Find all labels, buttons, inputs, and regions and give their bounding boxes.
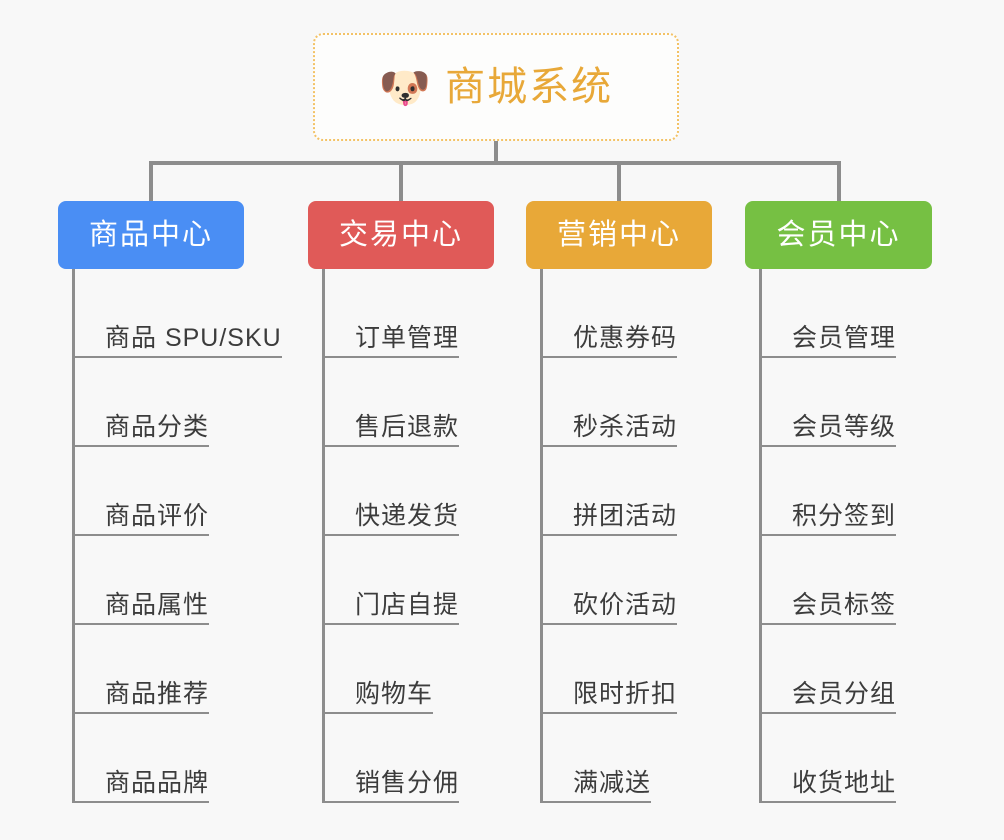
leaf-item-label: 订单管理 bbox=[355, 326, 460, 358]
leaf-item[interactable]: 订单管理 bbox=[325, 269, 494, 358]
leaf-connector bbox=[325, 445, 355, 447]
leaf-item-label: 售后退款 bbox=[355, 415, 460, 447]
leaf-item[interactable]: 砍价活动 bbox=[543, 536, 712, 625]
leaf-connector bbox=[75, 534, 105, 536]
leaf-item-label: 门店自提 bbox=[355, 593, 460, 625]
leaf-item[interactable]: 商品属性 bbox=[75, 536, 244, 625]
leaf-item-label: 会员标签 bbox=[792, 593, 897, 625]
leaf-connector bbox=[325, 356, 355, 358]
leaf-connector bbox=[75, 445, 105, 447]
leaf-item[interactable]: 满减送 bbox=[543, 714, 712, 803]
leaf-connector bbox=[543, 801, 573, 803]
leaf-item[interactable]: 商品推荐 bbox=[75, 625, 244, 714]
leaf-list-product-center: 商品 SPU/SKU 商品分类商品评价商品属性商品推荐商品品牌 bbox=[72, 269, 282, 803]
leaf-connector bbox=[325, 801, 355, 803]
leaf-item-label: 商品评价 bbox=[105, 504, 210, 536]
leaf-item[interactable]: 会员分组 bbox=[762, 625, 932, 714]
branch-header-member-center[interactable]: 会员中心 bbox=[745, 201, 932, 269]
leaf-item-label: 优惠券码 bbox=[573, 326, 678, 358]
leaf-item-label: 积分签到 bbox=[792, 504, 897, 536]
leaf-item-label: 商品属性 bbox=[105, 593, 210, 625]
leaf-item[interactable]: 商品评价 bbox=[75, 447, 244, 536]
leaf-connector bbox=[75, 801, 105, 803]
branch-product-center: 商品中心商品 SPU/SKU 商品分类商品评价商品属性商品推荐商品品牌 bbox=[58, 201, 282, 803]
leaf-connector bbox=[75, 712, 105, 714]
leaf-list-marketing-center: 优惠券码秒杀活动拼团活动砍价活动限时折扣满减送 bbox=[540, 269, 712, 803]
leaf-item[interactable]: 购物车 bbox=[325, 625, 494, 714]
leaf-item-label: 购物车 bbox=[355, 682, 434, 714]
branch-header-label: 会员中心 bbox=[776, 218, 901, 251]
leaf-list-member-center: 会员管理会员等级积分签到会员标签会员分组收货地址 bbox=[759, 269, 932, 803]
leaf-item-label: 拼团活动 bbox=[573, 504, 678, 536]
leaf-connector bbox=[762, 534, 792, 536]
root-node[interactable]: 🐶 商城系统 bbox=[313, 33, 679, 141]
leaf-connector bbox=[543, 445, 573, 447]
leaf-item-label: 限时折扣 bbox=[573, 682, 678, 714]
leaf-item[interactable]: 会员标签 bbox=[762, 536, 932, 625]
leaf-item[interactable]: 积分签到 bbox=[762, 447, 932, 536]
leaf-connector bbox=[762, 623, 792, 625]
branch-header-marketing-center[interactable]: 营销中心 bbox=[526, 201, 712, 269]
branch-trade-center: 交易中心订单管理售后退款快递发货门店自提购物车销售分佣 bbox=[308, 201, 494, 803]
root-connector-stem bbox=[494, 141, 498, 165]
leaf-item[interactable]: 拼团活动 bbox=[543, 447, 712, 536]
branch-header-label: 商品中心 bbox=[88, 218, 213, 251]
leaf-item-label: 会员等级 bbox=[792, 415, 897, 447]
leaf-item-label: 商品品牌 bbox=[105, 771, 210, 803]
leaf-item-label: 满减送 bbox=[573, 771, 652, 803]
leaf-item[interactable]: 商品品牌 bbox=[75, 714, 244, 803]
leaf-item[interactable]: 商品 SPU/SKU bbox=[75, 269, 282, 358]
branch-drop-line-trade-center bbox=[399, 161, 403, 201]
leaf-item-label: 砍价活动 bbox=[573, 593, 678, 625]
leaf-item[interactable]: 收货地址 bbox=[762, 714, 932, 803]
leaf-connector bbox=[543, 623, 573, 625]
leaf-connector bbox=[75, 356, 105, 358]
dog-face-icon: 🐶 bbox=[378, 64, 432, 111]
branch-member-center: 会员中心会员管理会员等级积分签到会员标签会员分组收货地址 bbox=[745, 201, 932, 803]
leaf-connector bbox=[762, 712, 792, 714]
leaf-item[interactable]: 商品分类 bbox=[75, 358, 244, 447]
branch-header-trade-center[interactable]: 交易中心 bbox=[308, 201, 494, 269]
leaf-item[interactable]: 会员管理 bbox=[762, 269, 932, 358]
leaf-item-label: 秒杀活动 bbox=[573, 415, 678, 447]
leaf-item[interactable]: 售后退款 bbox=[325, 358, 494, 447]
leaf-item[interactable]: 秒杀活动 bbox=[543, 358, 712, 447]
branch-marketing-center: 营销中心优惠券码秒杀活动拼团活动砍价活动限时折扣满减送 bbox=[526, 201, 712, 803]
leaf-connector bbox=[762, 356, 792, 358]
root-title: 商城系统 bbox=[445, 65, 614, 109]
leaf-item-label: 会员分组 bbox=[792, 682, 897, 714]
branch-drop-line-marketing-center bbox=[617, 161, 621, 201]
leaf-item-label: 收货地址 bbox=[792, 771, 897, 803]
leaf-connector bbox=[325, 623, 355, 625]
leaf-connector bbox=[543, 356, 573, 358]
branch-drop-line-member-center bbox=[836, 161, 841, 201]
leaf-item-label: 会员管理 bbox=[792, 326, 897, 358]
branch-drop-line-product-center bbox=[149, 161, 153, 201]
leaf-item-label: 销售分佣 bbox=[355, 771, 460, 803]
leaf-list-trade-center: 订单管理售后退款快递发货门店自提购物车销售分佣 bbox=[322, 269, 494, 803]
leaf-item-label: 快递发货 bbox=[355, 504, 460, 536]
leaf-item-label: 商品推荐 bbox=[105, 682, 210, 714]
leaf-item[interactable]: 优惠券码 bbox=[543, 269, 712, 358]
leaf-item-label: 商品 SPU/SKU bbox=[105, 326, 282, 358]
branch-header-label: 交易中心 bbox=[338, 218, 463, 251]
leaf-item[interactable]: 销售分佣 bbox=[325, 714, 494, 803]
leaf-connector bbox=[762, 801, 792, 803]
leaf-item[interactable]: 会员等级 bbox=[762, 358, 932, 447]
leaf-connector bbox=[543, 712, 573, 714]
leaf-item[interactable]: 快递发货 bbox=[325, 447, 494, 536]
leaf-connector bbox=[543, 534, 573, 536]
leaf-item[interactable]: 限时折扣 bbox=[543, 625, 712, 714]
leaf-item[interactable]: 门店自提 bbox=[325, 536, 494, 625]
leaf-connector bbox=[762, 445, 792, 447]
branch-connector-bus bbox=[150, 161, 838, 165]
leaf-item-label: 商品分类 bbox=[105, 415, 210, 447]
leaf-connector bbox=[325, 534, 355, 536]
branch-header-label: 营销中心 bbox=[556, 218, 681, 251]
branch-header-product-center[interactable]: 商品中心 bbox=[58, 201, 244, 269]
leaf-connector bbox=[75, 623, 105, 625]
leaf-connector bbox=[325, 712, 355, 714]
